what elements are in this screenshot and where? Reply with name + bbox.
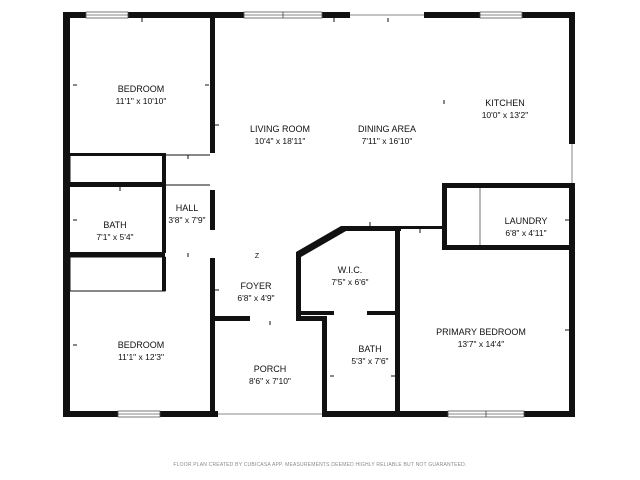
room-dims-kitchen: 10'0" x 13'2" xyxy=(482,110,529,120)
room-name-laundry: LAUNDRY xyxy=(505,216,548,226)
room-name-living-room: LIVING ROOM xyxy=(250,124,310,134)
room-dims-foyer: 6'8" x 4'9" xyxy=(237,293,274,303)
room-dims-dining-area: 7'11" x 16'10" xyxy=(362,136,413,146)
room-name-bath-2: BATH xyxy=(358,344,381,354)
room-dims-hall: 3'8" x 7'9" xyxy=(168,215,205,225)
footer-disclaimer: FLOOR PLAN CREATED BY CUBICASA APP. MEAS… xyxy=(173,462,466,468)
room-dims-porch: 8'6" x 7'10" xyxy=(249,376,291,386)
room-dims-bath-1: 7'1" x 5'4" xyxy=(96,232,133,242)
room-dims-bedroom-2: 11'1" x 12'3" xyxy=(118,352,164,362)
door-openings xyxy=(210,144,575,417)
room-name-bath-1: BATH xyxy=(103,220,126,230)
room-dims-primary-bedroom: 13'7" x 14'4" xyxy=(458,339,505,349)
room-dims-laundry: 6'8" x 4'11" xyxy=(505,228,546,238)
room-name-primary-bedroom: PRIMARY BEDROOM xyxy=(436,327,526,337)
windows xyxy=(85,11,525,418)
room-name-foyer: FOYER xyxy=(240,281,272,291)
room-name-bedroom-2: BEDROOM xyxy=(118,340,165,350)
room-dims-bath-2: 5'3" x 7'6" xyxy=(351,356,388,366)
room-dims-bedroom-1: 11'1" x 10'10" xyxy=(116,96,167,106)
room-name-porch: PORCH xyxy=(254,364,287,374)
room-name-bedroom-1: BEDROOM xyxy=(118,84,165,94)
stair-marker: Z xyxy=(255,253,260,260)
room-dims-living-room: 10'4" x 18'11" xyxy=(255,136,306,146)
room-labels: BEDROOM 11'1" x 10'10" LIVING ROOM 10'4"… xyxy=(96,84,547,386)
door-markers xyxy=(73,18,569,377)
room-name-wic: W.I.C. xyxy=(338,265,363,275)
room-name-dining-area: DINING AREA xyxy=(358,124,416,134)
interior-walls xyxy=(69,18,575,416)
room-name-hall: HALL xyxy=(176,203,199,213)
room-name-kitchen: KITCHEN xyxy=(485,98,525,108)
room-dims-wic: 7'5" x 6'6" xyxy=(331,277,368,287)
